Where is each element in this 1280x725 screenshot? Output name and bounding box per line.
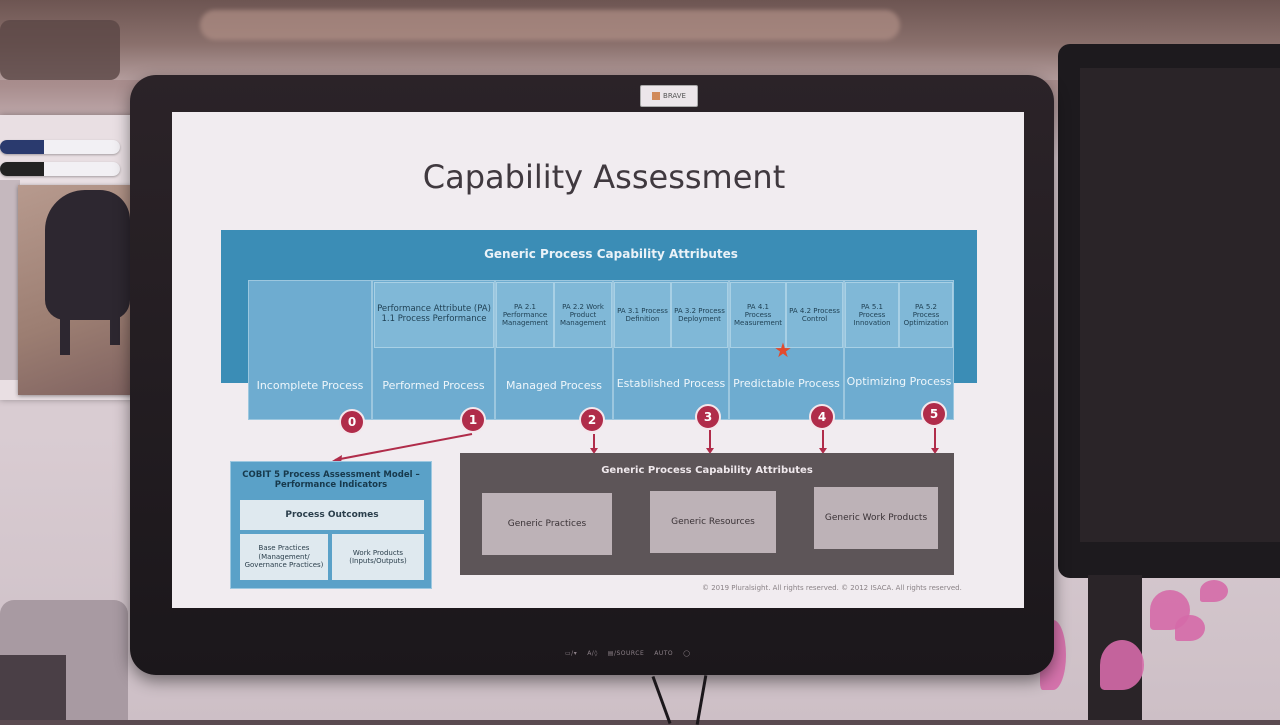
level-label: Predictable Process xyxy=(733,377,840,391)
dog-leg xyxy=(110,300,120,345)
base-practices-box: Base Practices (Management/ Governance P… xyxy=(240,534,328,580)
arrowhead-icon xyxy=(819,448,827,454)
dog-leg xyxy=(60,300,70,355)
dog-figure xyxy=(45,190,130,320)
arrowhead-icon xyxy=(706,448,714,454)
connector-line xyxy=(934,428,936,450)
work-products-box: Work Products (Inputs/Outputs) xyxy=(332,534,424,580)
connector-line xyxy=(709,430,711,450)
brand-logo-icon xyxy=(652,92,661,100)
copyright-notice: © 2019 Pluralsight. All rights reserved.… xyxy=(702,584,962,592)
level-label: Managed Process xyxy=(506,379,602,393)
generic-practices-box: Generic Practices xyxy=(482,493,612,555)
attribute-cell: PA 5.2 Process Optimization xyxy=(899,282,953,348)
level-column-0 xyxy=(248,280,372,420)
slide-title: Capability Assessment xyxy=(422,158,786,196)
attribute-cell: PA 3.2 Process Deployment xyxy=(671,282,728,348)
wall-strip xyxy=(0,180,20,380)
arrowhead-icon xyxy=(590,448,598,454)
attribute-cell: PA 2.1 Performance Management xyxy=(496,282,554,348)
attribute-cell: PA 2.2 Work Product Management xyxy=(554,282,612,348)
attribute-cell: PA 4.1 Process Measurement xyxy=(730,282,786,348)
shelf-item xyxy=(0,20,120,80)
generic-resources-box: Generic Resources xyxy=(650,491,776,553)
level-label: Incomplete Process xyxy=(256,379,364,393)
level-number-badge: 3 xyxy=(695,404,721,430)
attribute-cell: PA 3.1 Process Definition xyxy=(614,282,671,348)
cobit-title: COBIT 5 Process Assessment Model – Perfo… xyxy=(242,470,420,491)
power-button[interactable]: ◯ xyxy=(683,650,691,657)
shelf-item xyxy=(200,10,900,40)
generic-attributes-box: Generic Process Capability Attributes Ge… xyxy=(460,453,954,575)
level-label: Optimizing Process xyxy=(846,375,952,389)
source-button[interactable]: ▤/SOURCE xyxy=(607,650,645,657)
level-number-badge: 2 xyxy=(579,407,605,433)
process-outcomes-box: Process Outcomes xyxy=(240,500,424,530)
connector-line xyxy=(822,430,824,450)
monitor-controls: ▭/▾ A/◊ ▤/SOURCE AUTO ◯ xyxy=(565,650,695,660)
adjust-button[interactable]: A/◊ xyxy=(587,650,598,657)
level-number-badge: 4 xyxy=(809,404,835,430)
generic-title: Generic Process Capability Attributes xyxy=(601,465,813,476)
attribute-cell: PA 4.2 Process Control xyxy=(786,282,843,348)
presentation-slide: Capability Assessment Generic Process Ca… xyxy=(172,112,1024,608)
level-label: Established Process xyxy=(616,377,726,391)
brand-label: BRAVE xyxy=(663,92,686,100)
star-icon: ★ xyxy=(774,338,792,362)
connector-line xyxy=(334,433,473,461)
marker-pen xyxy=(0,140,120,154)
monitor-brand-sticker: BRAVE xyxy=(640,85,698,107)
tablet-device xyxy=(0,600,128,720)
marker-pen xyxy=(0,162,120,176)
level-number-badge: 0 xyxy=(339,409,365,435)
level-label: Performed Process xyxy=(382,379,485,393)
connector-line xyxy=(593,434,595,450)
flower-petal xyxy=(1200,580,1228,602)
level-number-badge: 1 xyxy=(460,407,486,433)
arrowhead-icon xyxy=(931,448,939,454)
band-title: Generic Process Capability Attributes xyxy=(484,247,738,261)
attribute-cell: PA 5.1 Process Innovation xyxy=(845,282,899,348)
generic-work-products-box: Generic Work Products xyxy=(814,487,938,549)
level-number-badge: 5 xyxy=(921,401,947,427)
auto-button[interactable]: AUTO xyxy=(654,650,674,657)
cobit-indicators-box: COBIT 5 Process Assessment Model – Perfo… xyxy=(230,461,432,589)
flower-petal xyxy=(1175,615,1205,641)
menu-button[interactable]: ▭/▾ xyxy=(565,650,578,657)
secondary-monitor xyxy=(1058,44,1280,578)
attribute-cell: Performance Attribute (PA) 1.1 Process P… xyxy=(374,282,494,348)
flower-petal xyxy=(1100,640,1144,690)
